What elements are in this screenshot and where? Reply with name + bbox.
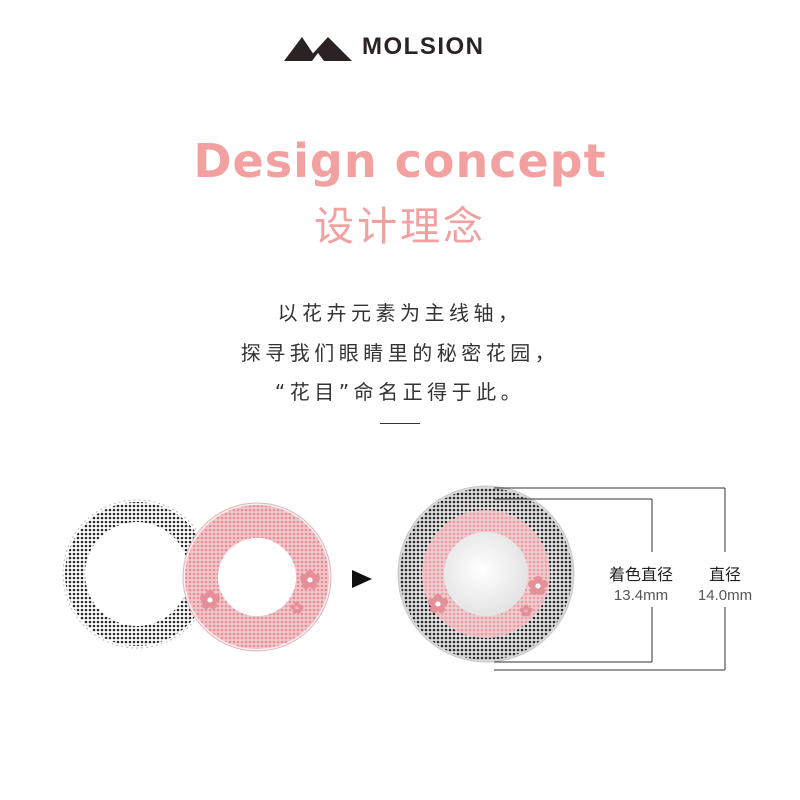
pink-ring-lens — [182, 502, 332, 652]
play-arrow-icon — [352, 570, 372, 588]
total-diameter-value: 14.0mm — [697, 587, 753, 604]
description-line-3: “花目”命名正得于此。 — [274, 380, 526, 404]
colored-diameter-label: 着色直径 — [608, 565, 673, 584]
description-line-1: 以花卉元素为主线轴， — [277, 301, 523, 325]
lens-diagram — [60, 485, 726, 671]
brand-name: MOLSION — [362, 33, 485, 60]
description-line-2: 探寻我们眼睛里的秘密花园， — [240, 341, 560, 365]
divider — [380, 423, 420, 424]
colored-diameter-value: 13.4mm — [613, 587, 669, 604]
double-peak-logo-icon — [284, 37, 352, 61]
flower-icon — [300, 570, 320, 589]
combined-lens — [397, 485, 575, 663]
page-title-en: Design concept — [193, 134, 607, 188]
total-diameter-label: 直径 — [708, 565, 741, 584]
flower-icon — [519, 604, 533, 617]
page-title-cn: 设计理念 — [314, 204, 486, 250]
total-diameter-bracket — [494, 487, 726, 671]
flower-icon — [290, 601, 304, 614]
flower-icon — [528, 576, 548, 595]
colored-diameter-bracket — [494, 498, 653, 663]
flower-icon — [428, 594, 448, 613]
flower-icon — [200, 590, 220, 609]
